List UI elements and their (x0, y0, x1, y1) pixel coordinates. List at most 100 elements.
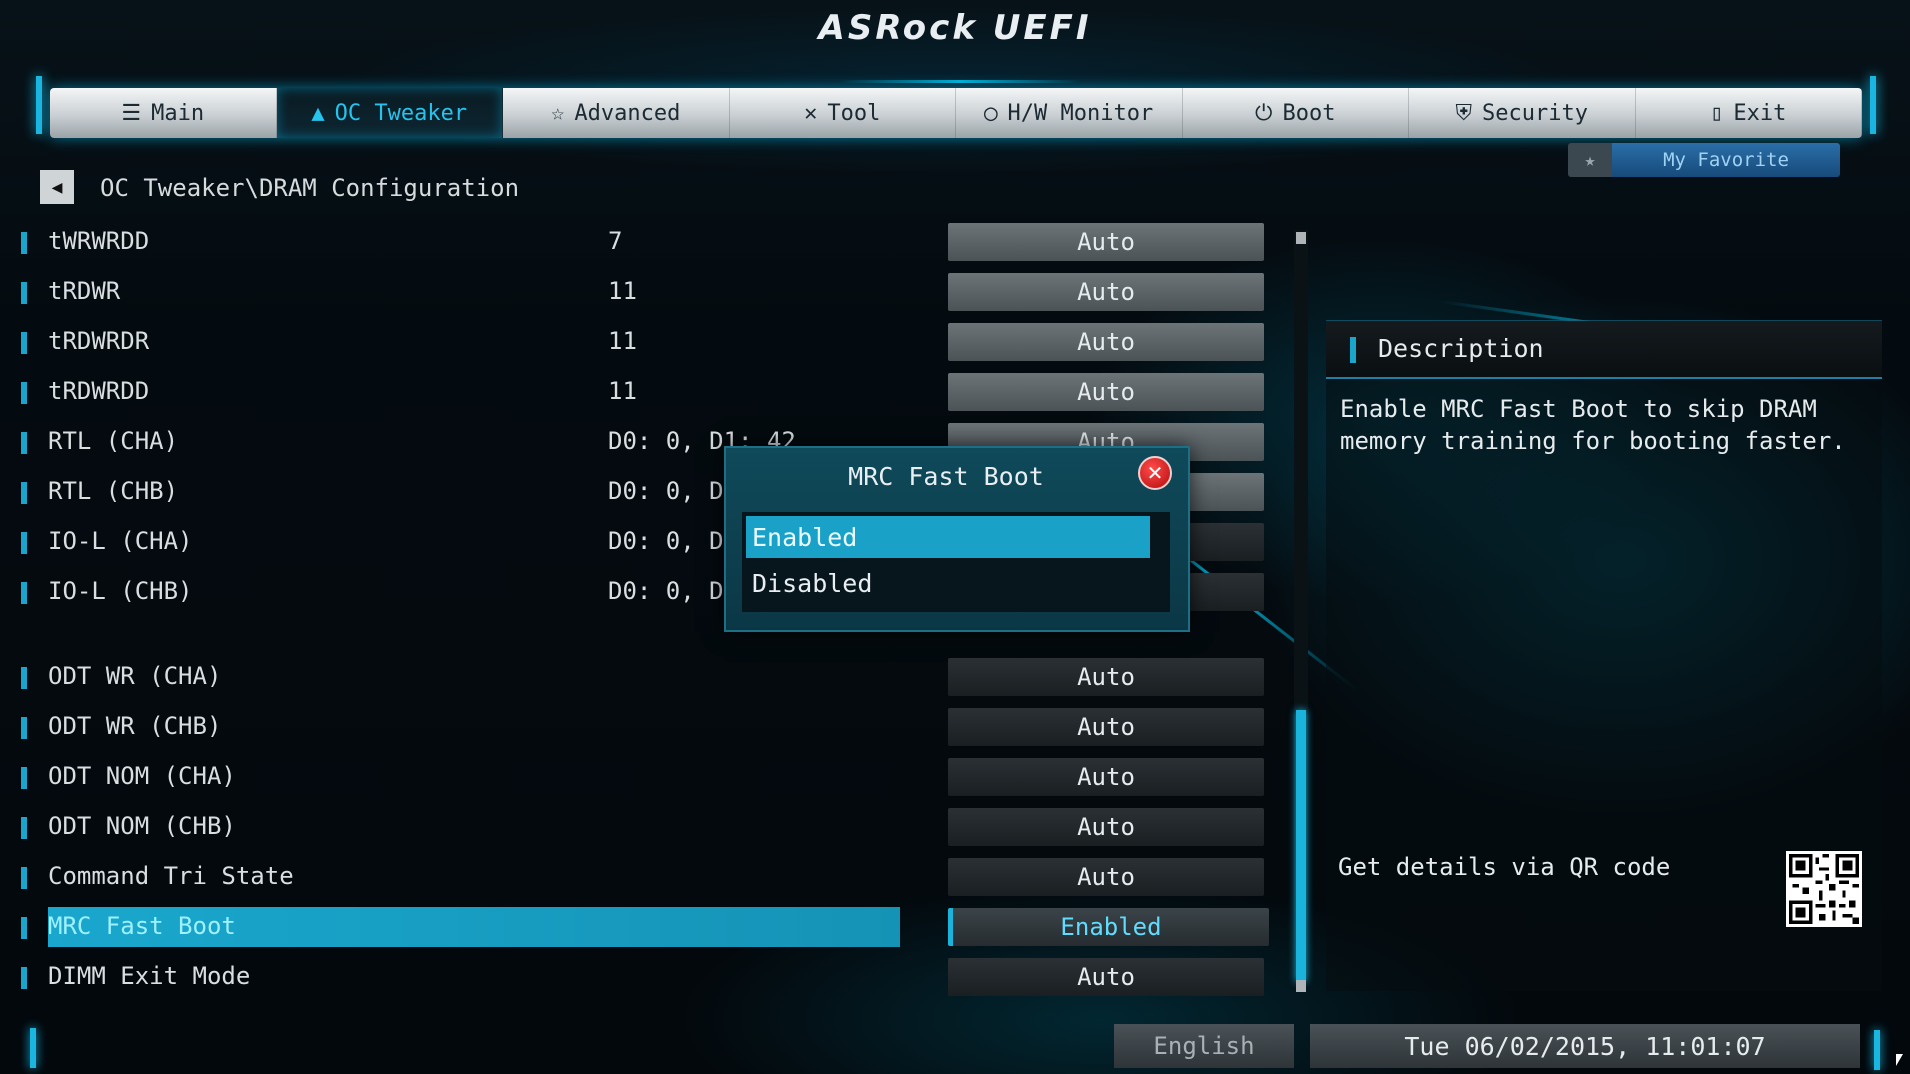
setting-row-command-tri-state[interactable]: Command Tri State Auto (0, 855, 1300, 899)
row-marker (21, 482, 27, 504)
option-enabled[interactable]: Enabled (746, 516, 1150, 558)
setting-label: ODT WR (CHB) (48, 712, 222, 740)
setting-row-mrc-fast-boot[interactable]: MRC Fast Boot Enabled (0, 905, 1300, 949)
scroll-up-button[interactable] (1296, 232, 1306, 244)
tab-tool[interactable]: ✕ Tool (730, 88, 956, 138)
setting-label: tWRWRDD (48, 227, 150, 255)
tab-boot[interactable]: ⏻ Boot (1183, 88, 1409, 138)
background-streak (840, 80, 1080, 83)
setting-value: 7 (608, 227, 623, 255)
mrc-fast-boot-dialog: MRC Fast Boot ✕ Enabled Disabled (724, 446, 1190, 632)
close-button[interactable]: ✕ (1138, 456, 1172, 490)
row-marker (21, 667, 27, 689)
setting-control[interactable]: Enabled (948, 908, 1269, 946)
close-icon: ✕ (1146, 461, 1164, 485)
setting-control[interactable]: Auto (948, 708, 1264, 746)
row-marker (21, 432, 27, 454)
setting-control[interactable]: Auto (948, 373, 1264, 411)
tab-exit[interactable]: ▯ Exit (1636, 88, 1862, 138)
setting-control[interactable]: Auto (948, 758, 1264, 796)
setting-control[interactable]: Auto (948, 858, 1264, 896)
flame-icon: ▲ (311, 100, 325, 126)
setting-row-odt-nom-cha[interactable]: ODT NOM (CHA) Auto (0, 755, 1300, 799)
setting-control[interactable]: Auto (948, 958, 1264, 996)
description-header: Description (1326, 321, 1882, 379)
tools-icon: ✕ (804, 100, 818, 126)
setting-row-trdwr[interactable]: tRDWR 11 Auto (0, 270, 1300, 314)
setting-control[interactable]: Auto (948, 808, 1264, 846)
tab-oc-tweaker[interactable]: ▲ OC Tweaker (276, 88, 503, 138)
setting-row-odt-nom-chb[interactable]: ODT NOM (CHB) Auto (0, 805, 1300, 849)
option-disabled[interactable]: Disabled (752, 568, 873, 598)
setting-label: RTL (CHB) (48, 477, 179, 505)
row-marker (21, 917, 27, 939)
nav-edge-right (1870, 76, 1876, 134)
setting-value: D0: 0, D1 (608, 527, 739, 555)
setting-control[interactable]: Auto (948, 273, 1264, 311)
setting-row-odt-wr-cha[interactable]: ODT WR (CHA) Auto (0, 655, 1300, 699)
setting-label: RTL (CHA) (48, 427, 179, 455)
exit-icon: ▯ (1710, 100, 1724, 126)
row-marker (21, 767, 27, 789)
row-marker (21, 817, 27, 839)
tab-security[interactable]: ⛨ Security (1409, 88, 1636, 138)
description-text: Enable MRC Fast Boot to skip DRAM memory… (1340, 395, 1846, 455)
tab-advanced[interactable]: ☆ Advanced (503, 88, 730, 138)
footer-edge-left (30, 1028, 36, 1068)
scrollbar-thumb[interactable] (1296, 710, 1306, 982)
row-marker (21, 532, 27, 554)
my-favorite-button[interactable]: ★ My Favorite (1568, 143, 1840, 177)
row-marker (21, 867, 27, 889)
list-icon: ☰ (121, 100, 142, 126)
setting-value: D0: 0, D1 (608, 577, 739, 605)
row-marker (21, 717, 27, 739)
row-marker (21, 382, 27, 404)
footer-edge-right (1874, 1030, 1880, 1070)
setting-value: 11 (608, 277, 637, 305)
my-favorite-label: My Favorite (1612, 143, 1840, 177)
language-button[interactable]: English (1114, 1024, 1294, 1068)
qr-code-icon (1786, 851, 1862, 927)
star-icon: ☆ (551, 100, 565, 126)
setting-label: IO-L (CHA) (48, 527, 193, 555)
row-marker (21, 332, 27, 354)
nav-edge-left (36, 76, 42, 134)
description-panel: Description Enable MRC Fast Boot to skip… (1326, 320, 1882, 991)
power-icon: ⏻ (1255, 100, 1273, 126)
setting-row-trdwrdr[interactable]: tRDWRDR 11 Auto (0, 320, 1300, 364)
setting-control[interactable]: Auto (948, 223, 1264, 261)
star-icon: ★ (1568, 143, 1612, 177)
app-title: ASRock UEFI (818, 8, 1092, 48)
tab-main[interactable]: ☰ Main (50, 88, 277, 138)
setting-row-trdwrdd[interactable]: tRDWRDD 11 Auto (0, 370, 1300, 414)
back-button[interactable]: ◀ (40, 170, 74, 204)
setting-label: tRDWR (48, 277, 121, 305)
row-marker (21, 232, 27, 254)
description-title: Description (1378, 334, 1544, 363)
row-marker (21, 282, 27, 304)
setting-label: ODT NOM (CHA) (48, 762, 236, 790)
main-nav: ☰ Main ▲ OC Tweaker ☆ Advanced ✕ Tool ◯ … (50, 88, 1862, 138)
chevron-left-icon: ◀ (51, 176, 63, 198)
setting-control[interactable]: Auto (948, 658, 1264, 696)
tab-hw-monitor[interactable]: ◯ H/W Monitor (956, 88, 1183, 138)
setting-label: ODT WR (CHA) (48, 662, 222, 690)
selection-highlight (48, 907, 900, 947)
setting-row-twrwrdd[interactable]: tWRWRDD 7 Auto (0, 220, 1300, 264)
description-marker (1350, 337, 1356, 363)
setting-label: IO-L (CHB) (48, 577, 193, 605)
breadcrumb: OC Tweaker\DRAM Configuration (100, 174, 520, 202)
mouse-cursor-icon (1896, 1054, 1903, 1066)
setting-label: Command Tri State (48, 862, 294, 890)
setting-control[interactable]: Auto (948, 323, 1264, 361)
setting-label: tRDWRDD (48, 377, 150, 405)
option-list: Enabled Disabled (742, 512, 1170, 612)
shield-icon: ⛨ (1455, 100, 1473, 126)
setting-label: ODT NOM (CHB) (48, 812, 236, 840)
setting-label: tRDWRDR (48, 327, 150, 355)
setting-row-dimm-exit-mode[interactable]: DIMM Exit Mode Auto (0, 955, 1300, 999)
datetime-display: Tue 06/02/2015, 11:01:07 (1310, 1024, 1860, 1068)
scroll-down-button[interactable] (1296, 980, 1306, 992)
setting-label: DIMM Exit Mode (48, 962, 251, 990)
setting-row-odt-wr-chb[interactable]: ODT WR (CHB) Auto (0, 705, 1300, 749)
